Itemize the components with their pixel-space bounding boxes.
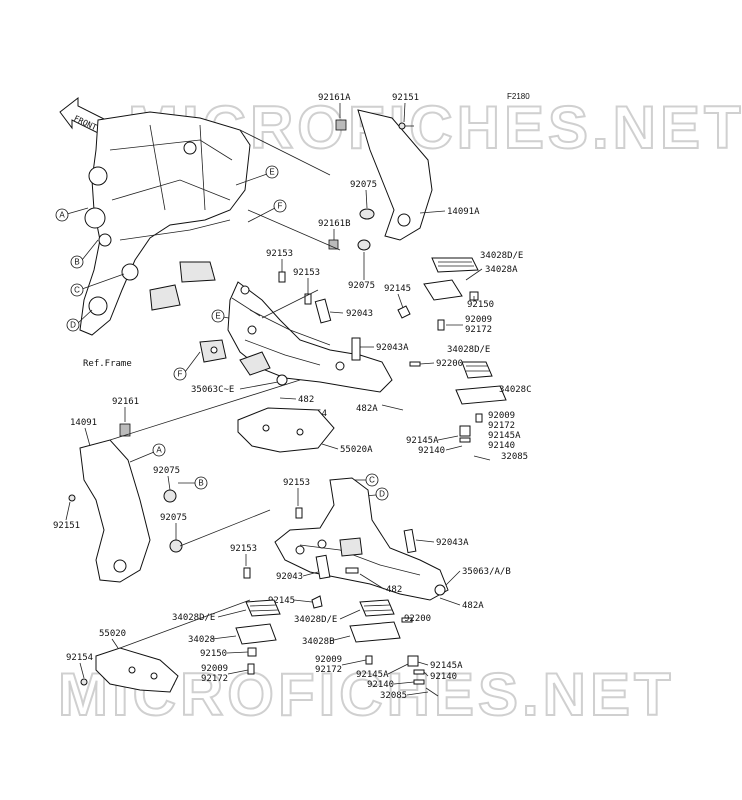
label-92172-br: 92172 xyxy=(315,665,342,675)
upper-bracket xyxy=(199,281,393,393)
lower-bracket xyxy=(243,477,449,609)
label-92145A-mid2: 92145A xyxy=(488,431,521,441)
callout-E-frame: E xyxy=(235,165,279,186)
label-34028B: 34028B xyxy=(302,637,335,647)
label-34028C: 34028C xyxy=(499,385,532,395)
svg-text:F: F xyxy=(278,202,283,211)
svg-text:A: A xyxy=(59,211,65,220)
svg-text:E: E xyxy=(215,312,220,321)
label-92145A-bot1: 92145A xyxy=(356,670,389,680)
label-92172-bl: 92172 xyxy=(201,674,228,684)
side-cover-right xyxy=(328,109,433,251)
label-32085-bot: 32085 xyxy=(380,691,407,701)
label-92145-top: 92145 xyxy=(384,284,411,294)
callout-F-frame: F xyxy=(247,199,287,223)
svg-text:D: D xyxy=(379,490,385,499)
label-92161: 92161 xyxy=(112,397,139,407)
label-92151-top: 92151 xyxy=(392,93,419,103)
label-34028: 34028 xyxy=(188,635,215,645)
label-92150-bot: 92150 xyxy=(200,649,227,659)
label-482A-bot: 482A xyxy=(462,601,484,611)
label-92009-br: 92009 xyxy=(315,655,342,665)
svg-text:C: C xyxy=(369,476,375,485)
label-92075-top: 92075 xyxy=(350,180,377,190)
label-92043A-top: 92043A xyxy=(376,343,409,353)
label-92161B: 92161B xyxy=(318,219,351,229)
svg-text:F: F xyxy=(178,370,183,379)
label-14091A: 14091A xyxy=(447,207,480,217)
label-92151-left: 92151 xyxy=(53,521,80,531)
footpeg-upper-front xyxy=(409,361,507,461)
label-482A-top: 482A xyxy=(356,404,378,414)
label-92172-mid: 92172 xyxy=(488,421,515,431)
side-cover-left xyxy=(68,423,183,583)
label-92145A-mid1: 92145A xyxy=(406,436,439,446)
label-482-top: 482 xyxy=(298,395,314,405)
label-92145-bot: 92145 xyxy=(268,596,295,606)
label-92153-d: 92153 xyxy=(230,544,257,554)
callout-B-left: B xyxy=(70,239,99,269)
label-92043A-bot: 92043A xyxy=(436,538,469,548)
svg-text:C: C xyxy=(74,286,80,295)
label-92075-mid: 92075 xyxy=(348,281,375,291)
label-92043-bot: 92043 xyxy=(276,572,303,582)
label-482-bot: 482 xyxy=(386,585,402,595)
callout-C-left: C xyxy=(70,273,125,297)
label-35063AB: 35063/A/B xyxy=(462,567,511,577)
label-92009-bl: 92009 xyxy=(201,664,228,674)
callout-D-left: D xyxy=(66,309,93,332)
label-92140-bot1: 92140 xyxy=(367,680,394,690)
label-92154-bot: 92154 xyxy=(66,653,93,663)
label-92140-mid1: 92140 xyxy=(418,446,445,456)
label-92140-bot2: 92140 xyxy=(430,672,457,682)
footpeg-lower-left xyxy=(235,599,281,675)
label-55020: 55020 xyxy=(99,629,126,639)
label-92145A-bot2: 92145A xyxy=(430,661,463,671)
footpeg-upper-rear xyxy=(397,257,479,331)
label-32085-top: 32085 xyxy=(501,452,528,462)
callout-A-left: A xyxy=(55,207,89,222)
label-55020A: 55020A xyxy=(340,445,373,455)
label-34028DE-top: 34028D/E xyxy=(480,251,523,261)
label-34028A: 34028A xyxy=(485,265,518,275)
label-92172-top: 92172 xyxy=(465,325,492,335)
svg-text:D: D xyxy=(70,321,76,330)
label-92153-a: 92153 xyxy=(266,249,293,259)
svg-text:A: A xyxy=(156,446,162,455)
heel-guard-lower xyxy=(80,647,179,693)
label-92200-bot: 92200 xyxy=(404,614,431,624)
label-14091: 14091 xyxy=(70,418,97,428)
label-34028DE-mid: 34028D/E xyxy=(447,345,490,355)
label-92153-b: 92153 xyxy=(293,268,320,278)
svg-text:B: B xyxy=(198,479,203,488)
label-92153-c: 92153 xyxy=(283,478,310,488)
label-35063C-E: 35063C~E xyxy=(191,385,234,395)
label-92009-mid: 92009 xyxy=(488,411,515,421)
label-34028DE-br: 34028D/E xyxy=(294,615,337,625)
svg-text:B: B xyxy=(74,258,79,267)
figure-code: F2180 xyxy=(507,92,530,101)
label-92150-top: 92150 xyxy=(467,300,494,310)
label-92075-left2: 92075 xyxy=(160,513,187,523)
heel-guard-upper xyxy=(237,407,335,453)
callout-A-lower: A xyxy=(129,443,166,463)
label-34028DE-bl: 34028D/E xyxy=(172,613,215,623)
label-92161A: 92161A xyxy=(318,93,351,103)
reference-frame-drawing: Ref.Frame xyxy=(79,111,251,369)
svg-text:E: E xyxy=(269,168,274,177)
callout-D-lower: D xyxy=(351,487,389,501)
label-92043-top: 92043 xyxy=(346,309,373,319)
callout-F-bracket: F xyxy=(173,351,201,381)
callout-B-lower: B xyxy=(178,476,208,490)
label-92009-top: 92009 xyxy=(465,315,492,325)
label-92140-mid2: 92140 xyxy=(488,441,515,451)
footpeg-lower-right xyxy=(349,599,439,697)
ref-frame-label: Ref.Frame xyxy=(83,359,132,369)
label-92075-left: 92075 xyxy=(153,466,180,476)
label-92200-top: 92200 xyxy=(436,359,463,369)
